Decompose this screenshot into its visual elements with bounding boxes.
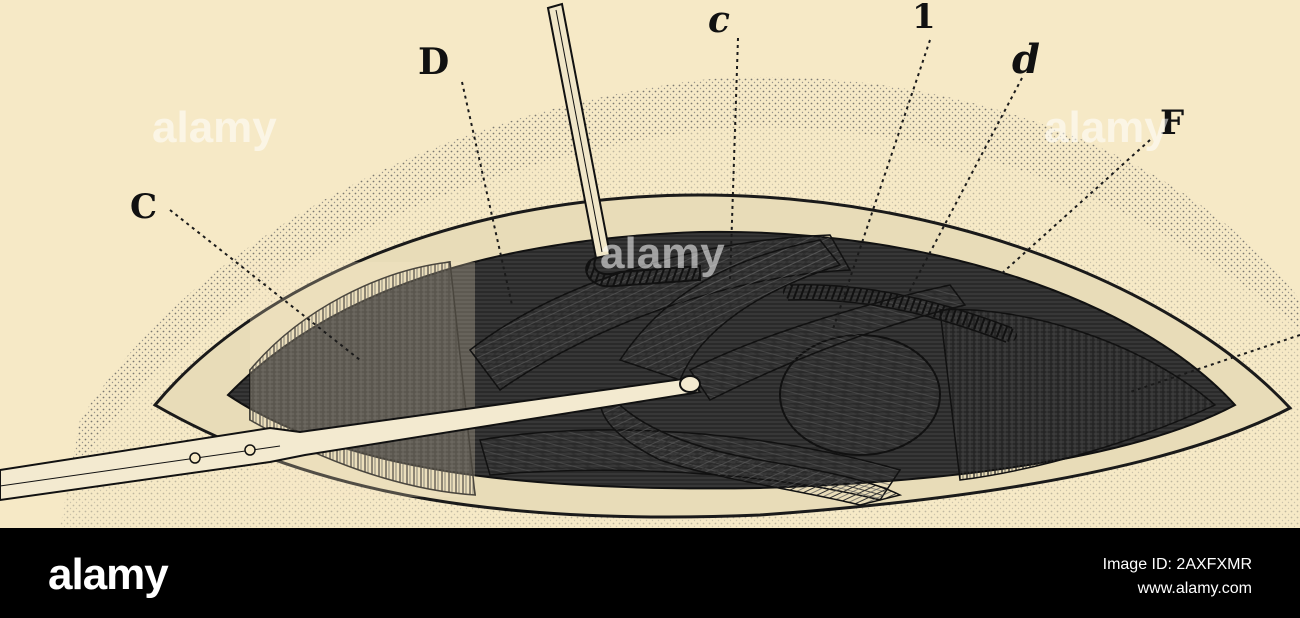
footer-bar: alamy Image ID: 2AXFXMR www.alamy.com: [0, 528, 1300, 618]
watermark-center: alamy: [600, 229, 725, 278]
tendon-curve: [599, 394, 903, 506]
coiled-vessel-outline: [787, 284, 1013, 343]
leader-C: [169, 209, 361, 361]
retractor-hook: [585, 256, 701, 288]
leader-right: [1129, 334, 1300, 393]
leader-F: [999, 139, 1151, 276]
leader-D: [461, 81, 513, 306]
label-c: c: [708, 0, 730, 41]
image-id-text: Image ID: 2AXFXMR: [1102, 556, 1252, 573]
watermark-left: alamy: [152, 103, 277, 152]
coiled-vessel: [783, 284, 1017, 342]
label-F: F: [1160, 103, 1185, 143]
probe-instrument: [0, 376, 702, 502]
label-d: d: [1012, 36, 1040, 83]
probe-ridge: [0, 445, 281, 487]
retractor-needle-line: [555, 9, 603, 253]
footer-logo[interactable]: alamy: [48, 550, 169, 599]
left-muscle-tint: [250, 262, 475, 497]
anatomical-engraving: [0, 0, 1300, 528]
probe-tip: [679, 375, 701, 393]
site-url-link[interactable]: www.alamy.com: [1137, 580, 1252, 597]
probe-hole-2: [244, 444, 256, 456]
leader-1: [831, 39, 931, 333]
tendon-mid: [618, 239, 842, 381]
leader-c: [729, 37, 739, 283]
label-C: C: [130, 187, 158, 227]
probe-hole-1: [189, 452, 201, 464]
watermark-right: alamy: [1044, 103, 1169, 152]
label-D: D: [418, 41, 450, 83]
label-1: 1: [912, 0, 936, 37]
tendon-right: [688, 284, 967, 401]
leader-lines: [169, 37, 1300, 393]
right-muscle: [939, 308, 1217, 481]
